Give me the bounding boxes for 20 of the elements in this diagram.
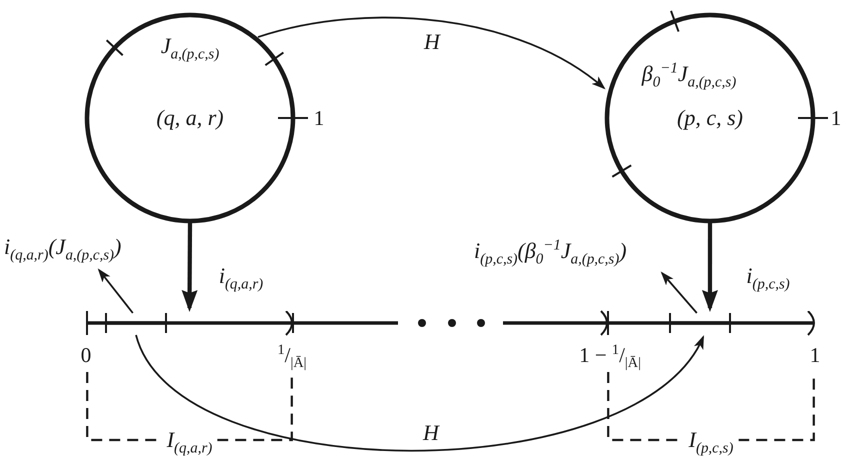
tick-segment [104, 313, 168, 333]
curved-arrow [135, 334, 704, 452]
leader-arrow [98, 268, 134, 314]
thick-arrow [182, 222, 198, 312]
point-label: 1 [314, 105, 324, 132]
math-label: (q, a, r) [156, 104, 224, 132]
tick-label: 0 [80, 342, 92, 369]
math-label: β$_{0}$$^{−1}$J$_{a,(p,c,s)}$ [642, 60, 736, 89]
math-label: i$_{(q,a,r)}$(J$_{a,(p,c,s)}$) [4, 232, 122, 262]
math-label: i$_{(p,c,s)}$(β$_{0}$$^{−1}$J$_{a,(p,c,s)}$) [474, 236, 627, 266]
leader-arrow [660, 272, 698, 314]
tick-label: 1 [810, 342, 820, 369]
point-label: 1 [830, 105, 842, 132]
tick-label: $^{1}$/$_{|Ā|}$ [278, 341, 306, 370]
tick-segment [668, 313, 732, 333]
curved-arrow [258, 16, 606, 90]
math-label: (p, c, s) [677, 104, 743, 132]
tick-label: 1 − $^{1}$/$_{|Ā|}$ [579, 341, 641, 370]
math-label: J$_{a,(p,c,s)}$ [160, 32, 220, 61]
thick-arrow [702, 223, 718, 312]
